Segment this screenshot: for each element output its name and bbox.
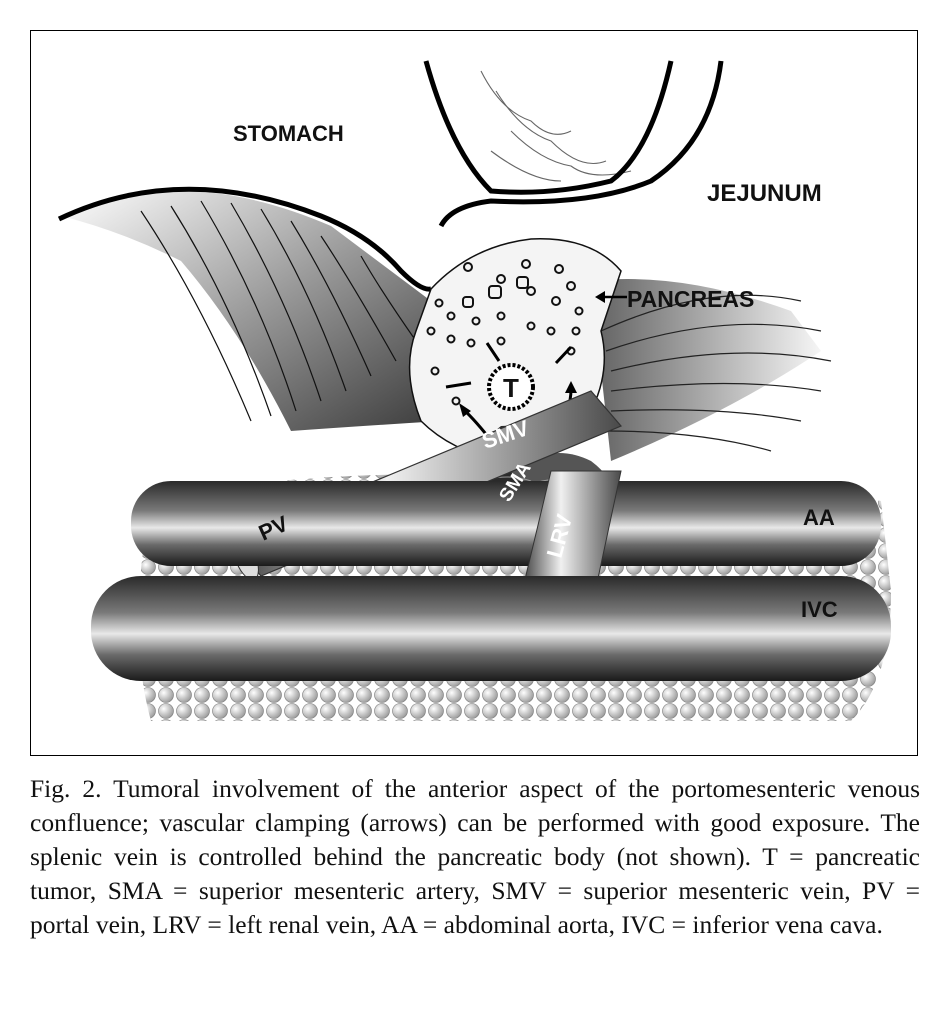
anatomy-illustration: STOMACH JEJUNUM PANCREAS T SMV SMA PV LR… <box>30 30 918 756</box>
label-jejunum: JEJUNUM <box>707 180 822 207</box>
abdominal-aorta <box>131 481 881 566</box>
label-ivc: IVC <box>801 597 838 622</box>
anatomy-diagram: STOMACH JEJUNUM PANCREAS T SMV SMA PV LR… <box>57 60 891 721</box>
label-aa: AA <box>803 505 835 530</box>
mesentery-right <box>591 279 832 461</box>
jejunum <box>423 60 724 228</box>
pancreas-pointer-arrow <box>595 291 627 303</box>
mesentery-left <box>61 190 441 431</box>
label-pancreas: PANCREAS <box>627 286 754 312</box>
label-tumor: T <box>503 373 519 403</box>
figure-caption: Fig. 2. Tumoral involvement of the anter… <box>30 774 920 939</box>
inferior-vena-cava <box>91 576 891 681</box>
label-stomach: STOMACH <box>233 121 344 146</box>
stomach-outline <box>57 186 432 292</box>
